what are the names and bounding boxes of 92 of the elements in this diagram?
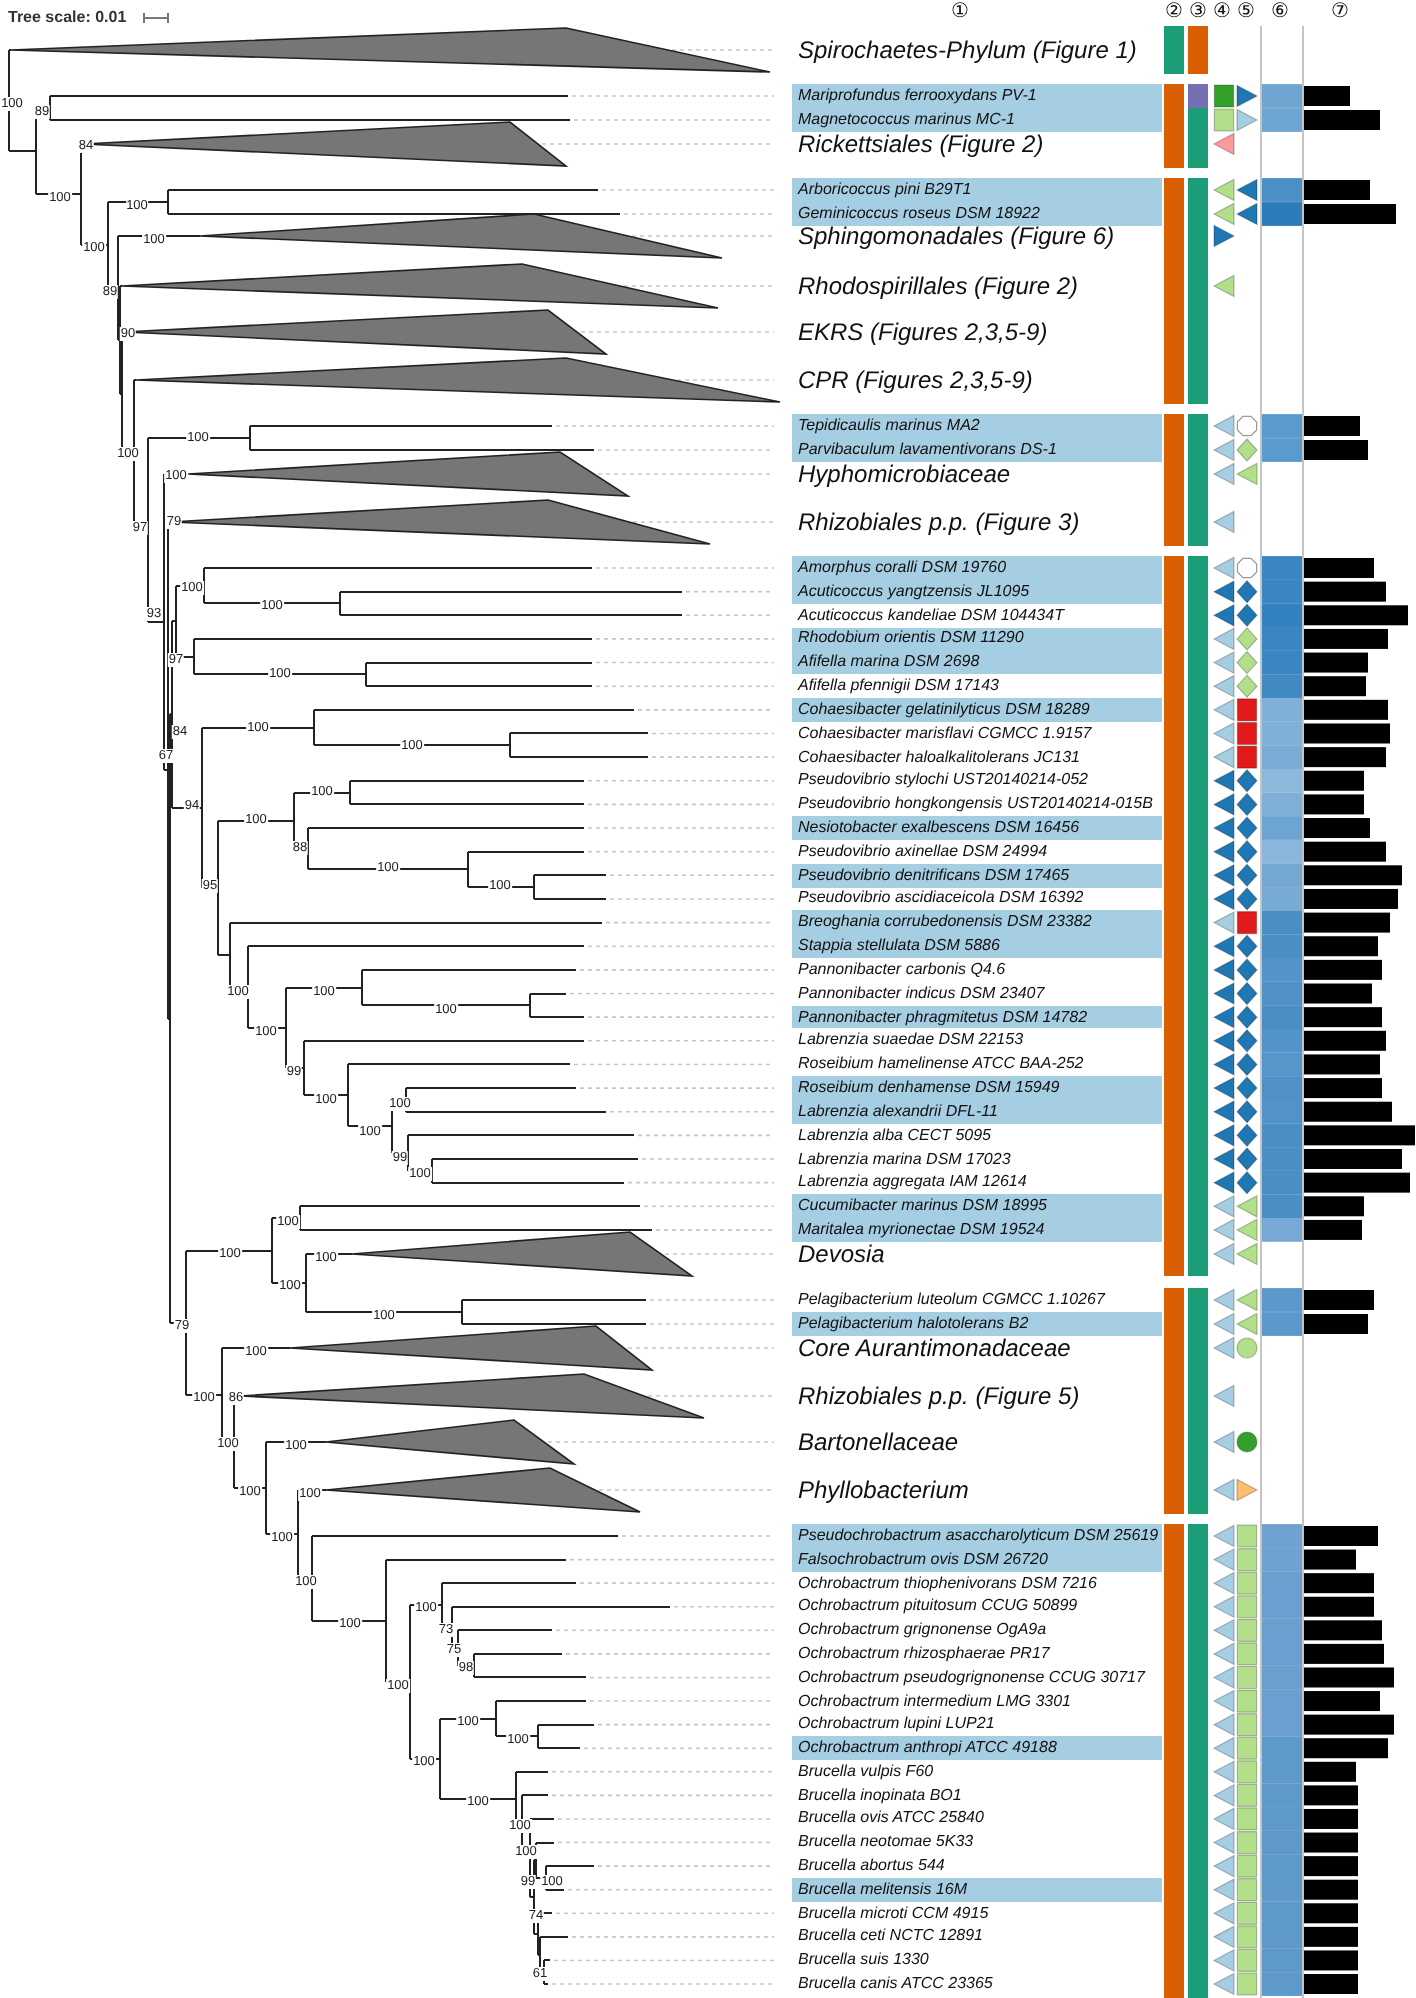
clade-label: Rhizobiales p.p. (Figure 3) (798, 505, 1080, 537)
taxon-label: Brucella abortus 544 (798, 1854, 945, 1879)
clade-label: Rhodospirillales (Figure 2) (798, 269, 1079, 301)
taxon-label: Acuticoccus yangtzensis JL1095 (798, 579, 1030, 604)
highlight-band (792, 1312, 1162, 1336)
taxon-label: Ochrobactrum pituitosum CCUG 50899 (798, 1594, 1078, 1619)
taxon-label: Roseibium hamelinense ATCC BAA-252 (798, 1052, 1084, 1077)
taxon-label: Pannonibacter carbonis Q4.6 (798, 957, 1006, 982)
taxon-label: Brucella ovis ATCC 25840 (798, 1806, 984, 1831)
highlight-band (792, 697, 1162, 722)
highlight-band (792, 178, 1162, 226)
highlight-band (792, 1524, 1162, 1572)
taxon-label: Pseudovibrio axinellae DSM 24994 (798, 839, 1048, 864)
highlight-band (792, 84, 1162, 132)
taxon-label: Labrenzia alexandrii DFL-11 (798, 1099, 998, 1124)
highlight-band (792, 1005, 1162, 1029)
taxon-label: Cucumibacter marinus DSM 18995 (798, 1194, 1047, 1219)
taxon-label: Falsochrobactrum ovis DSM 26720 (798, 1547, 1048, 1572)
column-number: ⑤ (1237, 1, 1255, 23)
taxon-label: Afifella pfennigii DSM 17143 (798, 674, 1000, 699)
taxon-label: Ochrobactrum thiophenivorans DSM 7216 (798, 1571, 1097, 1596)
taxon-label: Brucella vulpis F60 (798, 1759, 934, 1784)
taxon-label: Ochrobactrum anthropi ATCC 49188 (798, 1736, 1057, 1761)
taxon-label: Pannonibacter phragmitetus DSM 14782 (798, 1005, 1088, 1030)
highlight-band (792, 816, 1162, 840)
taxon-label: Brucella inopinata BO1 (798, 1783, 962, 1808)
taxon-label: Brucella ceti NCTC 12891 (798, 1924, 983, 1949)
highlight-band (792, 910, 1162, 959)
clade-label: Rickettsiales (Figure 2) (798, 128, 1044, 159)
clade-label: Bartonellaceae (798, 1425, 959, 1457)
taxon-label: Brucella microti CCM 4915 (798, 1901, 989, 1926)
taxon-label: Mariprofundus ferrooxydans PV-1 (798, 84, 1037, 108)
taxon-label: Rhodobium orientis DSM 11290 (798, 626, 1024, 651)
taxon-label: Ochrobactrum rhizosphaerae PR17 (798, 1641, 1050, 1666)
taxon-label: Pannonibacter indicus DSM 23407 (798, 981, 1045, 1006)
taxon-label: Arboricoccus pini B29T1 (798, 178, 972, 202)
taxon-label: Pseudochrobactrum asaccharolyticum DSM 25619 (798, 1524, 1159, 1548)
taxon-label: Pseudovibrio hongkongensis UST20140214-015B (798, 792, 1153, 817)
column-number: ⑦ (1331, 1, 1349, 23)
clade-label: Devosia (798, 1238, 885, 1269)
taxon-label: Pelagibacterium luteolum CGMCC 1.10267 (798, 1288, 1105, 1312)
taxon-label: Acuticoccus kandeliae DSM 104434T (798, 603, 1064, 628)
taxon-label: Nesiotobacter exalbescens DSM 16456 (798, 816, 1080, 841)
taxon-label: Cohaesibacter gelatinilyticus DSM 18289 (798, 697, 1090, 722)
taxon-label: Labrenzia marina DSM 17023 (798, 1147, 1011, 1171)
taxon-label: Amorphus coralli DSM 19760 (798, 556, 1007, 580)
taxon-label: Pseudovibrio denitrificans DSM 17465 (798, 863, 1070, 888)
clade-label: EKRS (Figures 2,3,5-9) (798, 315, 1048, 347)
taxon-label: Tepidicaulis marinus MA2 (798, 414, 980, 438)
taxon-label: Brucella suis 1330 (798, 1948, 929, 1973)
taxon-label: Magnetococcus marinus MC-1 (798, 107, 1015, 132)
taxon-label: Pseudovibrio stylochi UST20140214-052 (798, 768, 1088, 793)
taxon-label: Labrenzia alba CECT 5095 (798, 1123, 992, 1148)
taxon-label: Stappia stellulata DSM 5886 (798, 934, 1000, 959)
column-number: ① (951, 1, 969, 23)
clade-label: Phyllobacterium (798, 1473, 969, 1505)
taxon-label: Cohaesibacter haloalkalitolerans JC131 (798, 745, 1080, 770)
clade-label: Hyphomicrobiaceae (798, 457, 1011, 489)
taxon-label: Ochrobactrum intermedium LMG 3301 (798, 1689, 1071, 1714)
highlight-band (792, 1736, 1162, 1760)
highlight-band (792, 414, 1162, 462)
highlight-band (792, 1076, 1162, 1124)
column-number: ② (1165, 1, 1183, 23)
taxon-label: Parvibaculum lavamentivorans DS-1 (798, 437, 1057, 462)
column-number: ③ (1189, 1, 1207, 23)
taxon-label: Brucella melitensis 16M (798, 1877, 967, 1902)
column-number: ⑥ (1271, 1, 1289, 23)
taxon-label: Ochrobactrum pseudogrignonense CCUG 30717 (798, 1665, 1145, 1690)
highlight-band (792, 1194, 1162, 1242)
taxon-label: Breoghania corrubedonensis DSM 23382 (798, 910, 1092, 935)
highlight-band (792, 556, 1162, 604)
column-number: ④ (1213, 1, 1231, 23)
taxon-label: Roseibium denhamense DSM 15949 (798, 1076, 1060, 1101)
taxon-label: Maritalea myrionectae DSM 19524 (798, 1217, 1045, 1242)
clade-label: Core Aurantimonadaceae (798, 1332, 1071, 1363)
taxon-label: Pseudovibrio ascidiaceicola DSM 16392 (798, 886, 1084, 911)
scale-label: Tree scale: 0.01 (8, 8, 127, 28)
taxon-label: Brucella neotomae 5K33 (798, 1830, 974, 1855)
taxon-label: Brucella canis ATCC 23365 (798, 1972, 993, 1996)
taxon-label: Ochrobactrum grignonense OgA9a (798, 1618, 1047, 1643)
taxon-label: Afifella marina DSM 2698 (798, 650, 980, 675)
taxon-label: Cohaesibacter marisflavi CGMCC 1.9157 (798, 721, 1092, 746)
taxon-label: Pelagibacterium halotolerans B2 (798, 1312, 1029, 1336)
taxon-label: Labrenzia suaedae DSM 22153 (798, 1028, 1024, 1053)
highlight-band (792, 1877, 1162, 1902)
clade-label: Spirochaetes-Phylum (Figure 1) (798, 33, 1137, 65)
highlight-band (792, 627, 1162, 675)
clade-label: Rhizobiales p.p. (Figure 5) (798, 1379, 1080, 1411)
highlight-band (792, 863, 1162, 888)
taxon-label: Labrenzia aggregata IAM 12614 (798, 1170, 1027, 1195)
taxon-label: Ochrobactrum lupini LUP21 (798, 1712, 995, 1737)
clade-label: CPR (Figures 2,3,5-9) (798, 363, 1033, 395)
